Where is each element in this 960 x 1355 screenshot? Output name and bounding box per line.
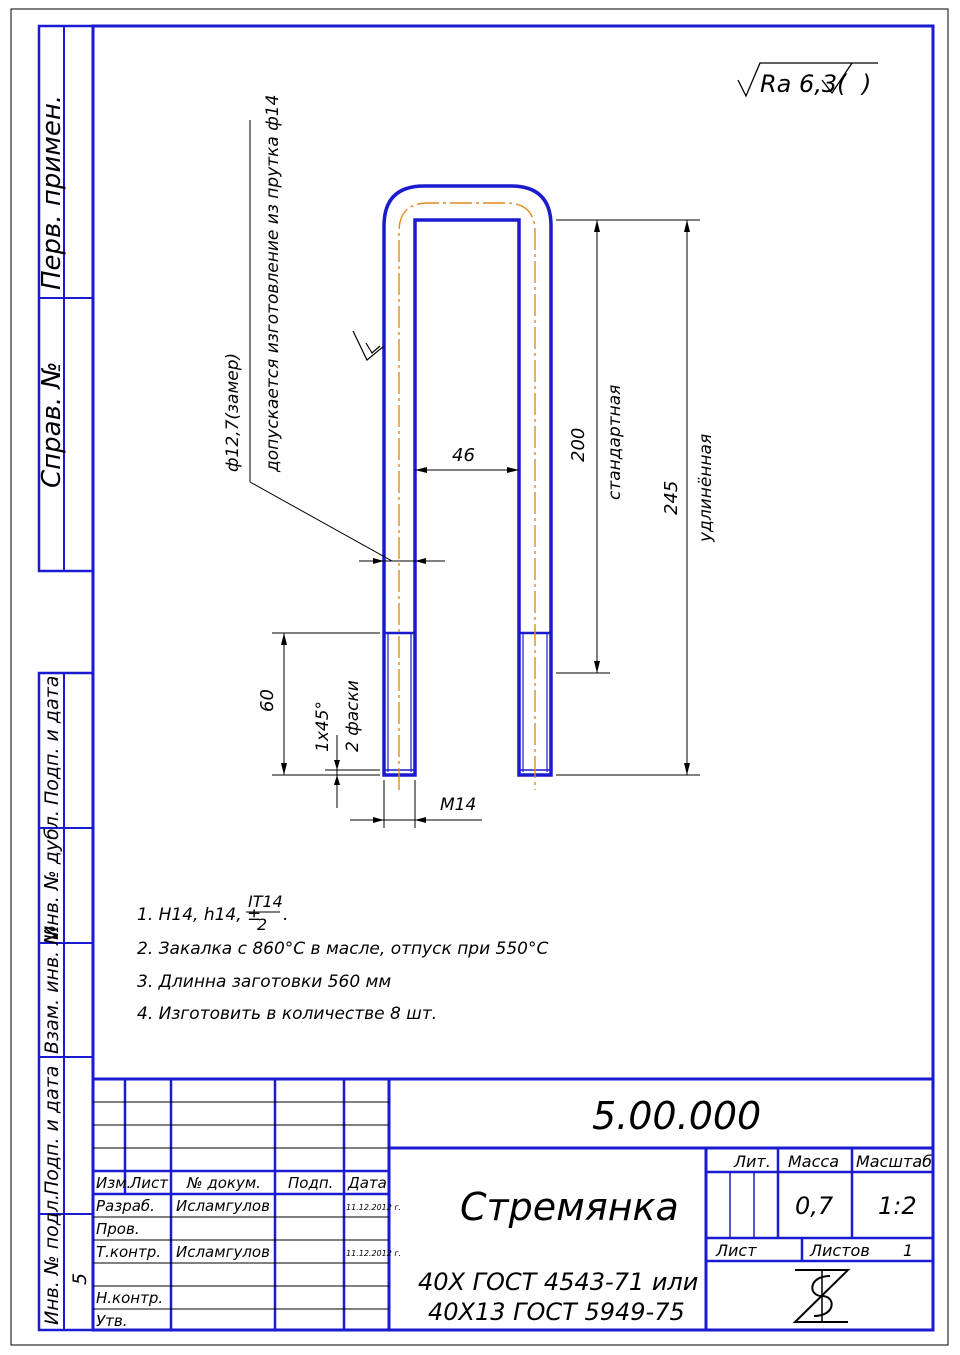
dim-chamfer xyxy=(325,735,380,808)
lit-label: Лит. xyxy=(733,1152,771,1171)
roughness-close: ) xyxy=(860,70,871,98)
diameter-leader xyxy=(249,120,445,564)
dim-long-value: 245 xyxy=(661,481,682,515)
title-block xyxy=(93,1077,933,1330)
listov-label: Листов xyxy=(809,1241,870,1260)
perv-primen-label: Перв. примен. xyxy=(37,95,67,290)
row-utv: Утв. xyxy=(96,1312,128,1330)
masshtab-value: 1:2 xyxy=(878,1192,917,1220)
tkontr-name: Исламгулов xyxy=(176,1243,270,1261)
col-izm: Изм. xyxy=(96,1174,131,1192)
dim-width-value: 46 xyxy=(452,445,475,466)
dim-std-value: 200 xyxy=(568,428,589,462)
dim-46 xyxy=(415,467,519,473)
col-docum: № докум. xyxy=(186,1174,261,1192)
dim-60 xyxy=(272,632,380,776)
sprav-no-label: Справ. № xyxy=(37,362,67,488)
doc-number: 5.00.000 xyxy=(592,1094,761,1138)
material-line-2: 40Х13 ГОСТ 5949-75 xyxy=(428,1298,685,1326)
dim-long-label: удлинённая xyxy=(696,434,716,543)
col-list: Лист xyxy=(129,1174,169,1192)
dim-245 xyxy=(556,219,700,776)
local-roughness-mark xyxy=(352,330,385,361)
note-4: 4. Изготовить в количестве 8 шт. xyxy=(137,1004,437,1024)
left-bottom-stamp xyxy=(37,671,95,1332)
roughness-value: Ra 6,3( xyxy=(760,70,848,98)
note-3: 3. Длинна заготовки 560 мм xyxy=(137,972,391,992)
list-label: Лист xyxy=(715,1241,757,1260)
inv-podl-label: Инв. № подл. xyxy=(41,1194,63,1325)
razrab-date: 11.12.2012 г. xyxy=(346,1203,401,1212)
left-top-stamp xyxy=(37,24,95,573)
row-tkontr: Т.контр. xyxy=(96,1243,161,1261)
listov-value: 1 xyxy=(903,1241,913,1260)
masshtab-label: Масштаб xyxy=(856,1152,932,1171)
dim-thread-len-value: 60 xyxy=(257,689,278,712)
vzam-inv-label: Взам. инв. № xyxy=(41,925,63,1054)
chamfer-count: 2 фаски xyxy=(343,680,363,752)
note-2: 2. Закалка с 860°С в масле, отпуск при 5… xyxy=(137,939,549,959)
inv-dubl-label: Инв. № дубл. xyxy=(41,810,63,940)
center-line xyxy=(398,202,536,790)
row-razrab: Разраб. xyxy=(96,1197,155,1215)
material-substitute-note: допускается изготовление из прутка ф14 xyxy=(263,95,283,473)
col-data: Дата xyxy=(347,1174,387,1192)
thread-value: M14 xyxy=(440,795,476,815)
dim-thread xyxy=(350,780,482,828)
podp-data-1-label: Подп. и дата xyxy=(41,676,63,805)
note-1-prefix: 1. H14, h14, ± xyxy=(137,905,261,925)
note-1-dot: . xyxy=(283,905,288,925)
note-1-numerator: IT14 xyxy=(248,892,283,911)
razrab-name: Исламгулов xyxy=(176,1197,270,1215)
note-1-denominator: 2 xyxy=(257,915,267,934)
tkontr-date: 11.12.2012 г. xyxy=(346,1249,401,1258)
col-podp: Подп. xyxy=(288,1174,333,1192)
part-name: Стремянка xyxy=(460,1185,679,1229)
organization-logo xyxy=(792,1269,851,1323)
inv-podl-value: 5 xyxy=(69,1273,91,1285)
row-prov: Пров. xyxy=(96,1220,140,1238)
material-line-1: 40Х ГОСТ 4543-71 или xyxy=(418,1268,698,1296)
row-nkontr: Н.контр. xyxy=(96,1289,163,1307)
u-bolt-part xyxy=(382,184,553,777)
roughness-symbol xyxy=(737,62,878,98)
outer-border xyxy=(10,8,949,1346)
massa-value: 0,7 xyxy=(795,1192,834,1220)
dim-std-label: стандартная xyxy=(605,385,625,500)
chamfer-value: 1x45° xyxy=(313,701,333,752)
podp-data-2-label: Подп. и дата xyxy=(41,1066,63,1195)
massa-label: Масса xyxy=(788,1152,839,1171)
diameter-note: ф12,7(замер) xyxy=(223,353,243,472)
